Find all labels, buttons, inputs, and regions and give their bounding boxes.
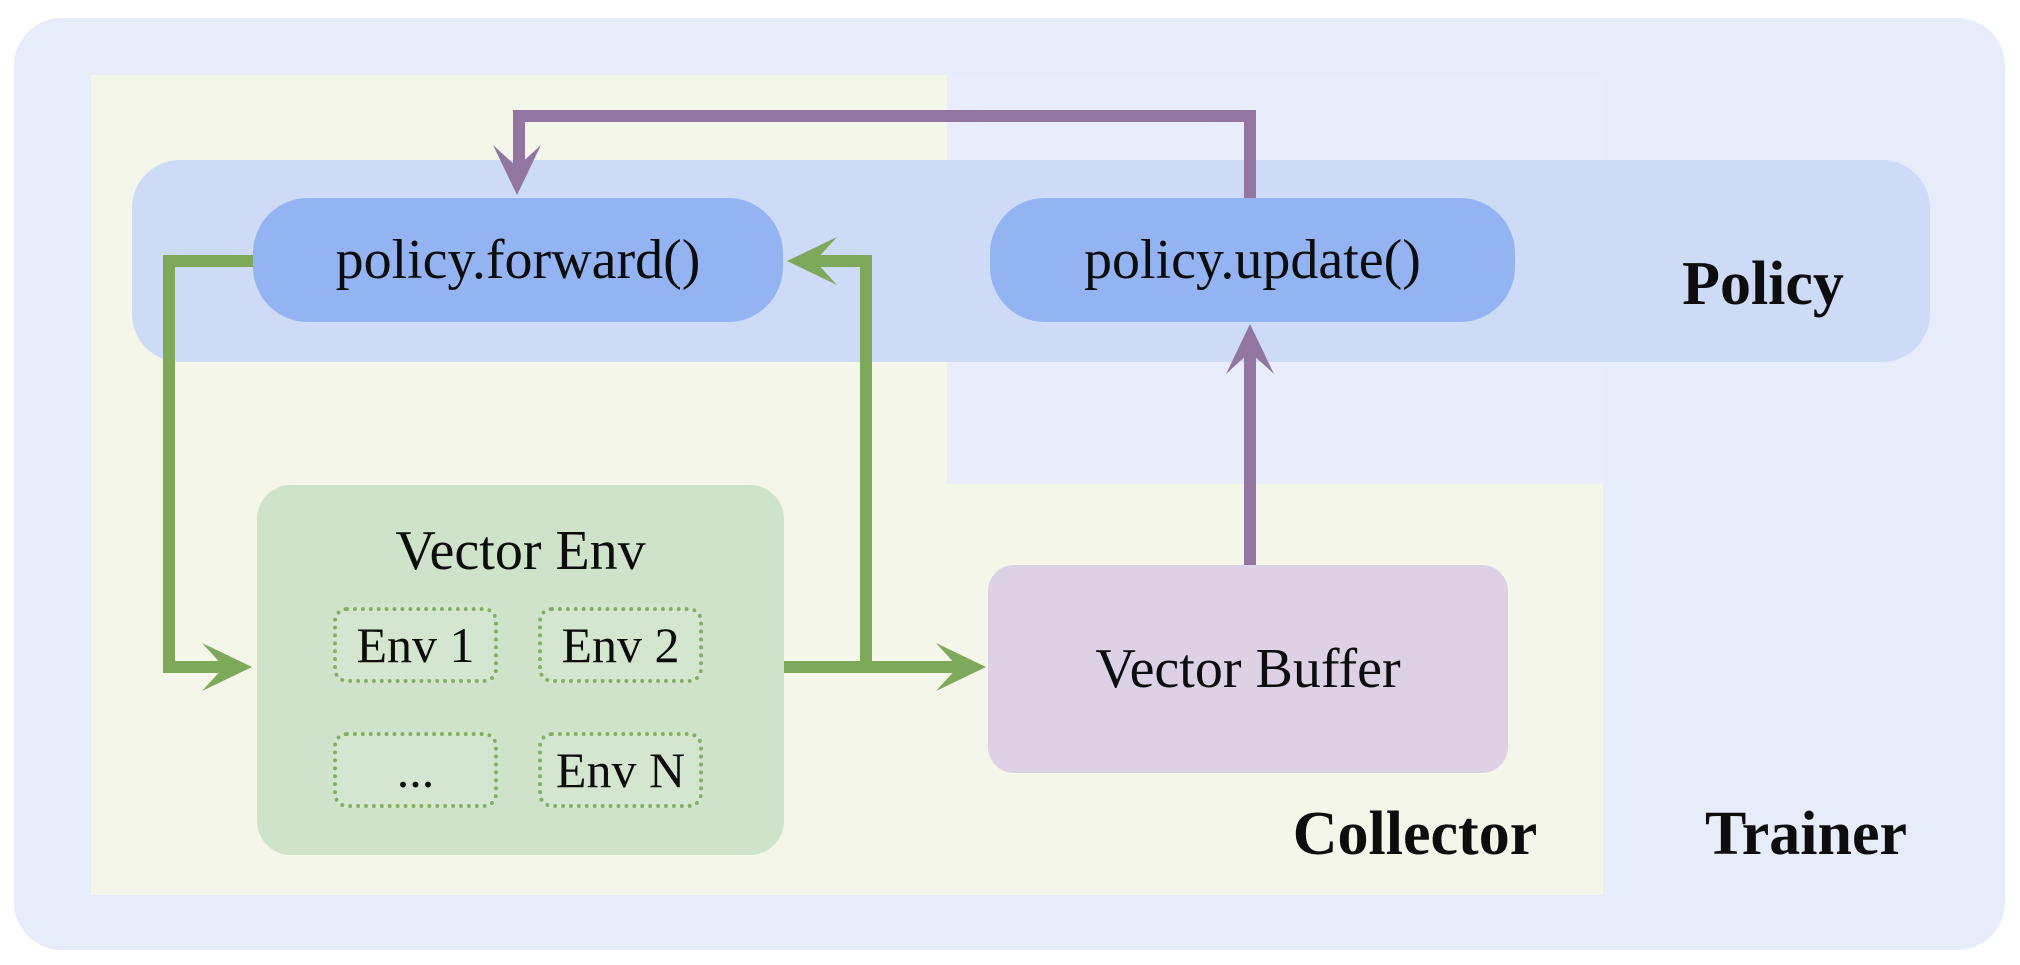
- env-item-1: Env 1: [333, 607, 498, 683]
- policy-forward-label: policy.forward(): [335, 229, 701, 291]
- env-item-ellipsis: ...: [333, 732, 498, 808]
- env-item-ellipsis-label: ...: [396, 742, 435, 798]
- vector-buffer-node: Vector Buffer: [988, 565, 1508, 773]
- env-item-1-label: Env 1: [356, 617, 475, 673]
- env-item-2: Env 2: [538, 607, 703, 683]
- policy-forward-node: policy.forward(): [253, 198, 783, 322]
- env-item-n-label: Env N: [555, 742, 686, 798]
- env-item-2-label: Env 2: [561, 617, 680, 673]
- env-item-n: Env N: [538, 732, 703, 808]
- policy-region-label: Policy: [1682, 250, 1844, 318]
- vector-buffer-label: Vector Buffer: [1095, 638, 1401, 700]
- vector-env-title: Vector Env: [395, 520, 646, 582]
- collector-region-label: Collector: [1292, 800, 1538, 868]
- policy-update-label: policy.update(): [1084, 229, 1421, 291]
- trainer-region-label: Trainer: [1704, 800, 1908, 868]
- policy-update-node: policy.update(): [990, 198, 1515, 322]
